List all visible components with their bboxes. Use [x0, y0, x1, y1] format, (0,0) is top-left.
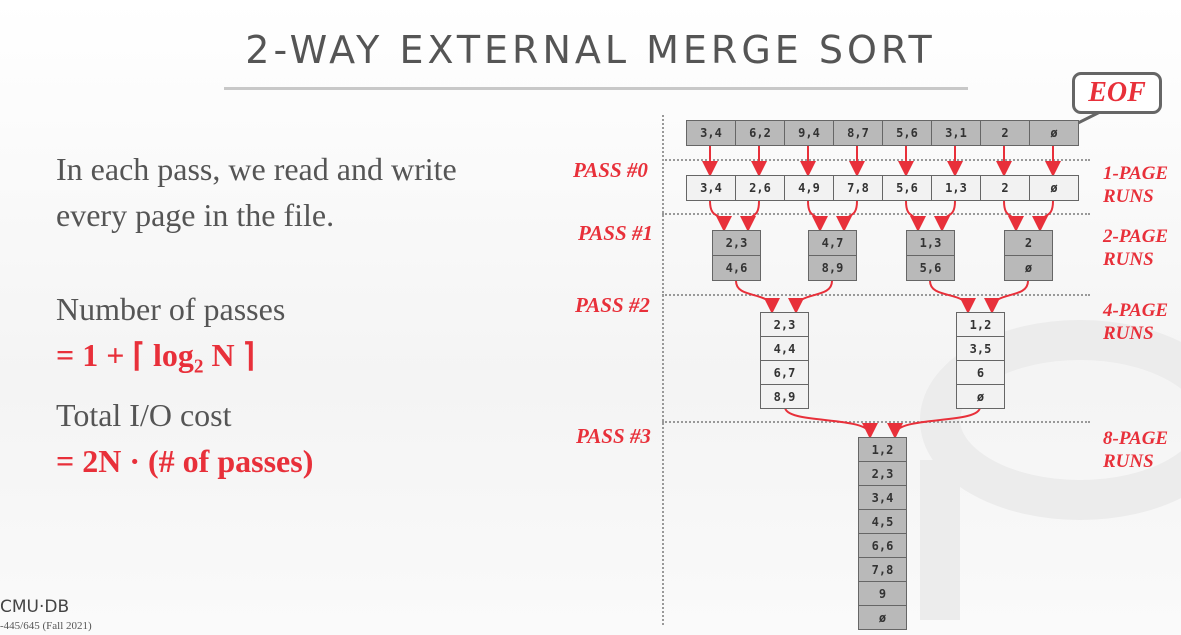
pass0-page: ø — [1029, 175, 1079, 201]
input-page: 6,2 — [735, 120, 785, 146]
title-underline — [224, 87, 968, 90]
pass2-page: 3,5 — [956, 336, 1005, 361]
input-page: 3,1 — [931, 120, 981, 146]
pass-divider — [662, 294, 1090, 296]
input-page: ø — [1029, 120, 1079, 146]
eof-callout: EOF — [1072, 72, 1162, 114]
input-page: 8,7 — [833, 120, 883, 146]
pass2-page: 8,9 — [760, 384, 809, 409]
pass2-page: 1,2 — [956, 312, 1005, 337]
input-page: 2 — [980, 120, 1030, 146]
passes-label: Number of passes — [56, 291, 286, 327]
pass-label-2: PASS #2 — [575, 293, 650, 317]
pass0-page: 5,6 — [882, 175, 932, 201]
arrow — [709, 200, 732, 232]
pass-label-3: PASS #3 — [576, 424, 651, 448]
cost-label: Total I/O cost — [56, 397, 232, 433]
pass0-page: 2,6 — [735, 175, 785, 201]
passes-block: Number of passes = 1 + ⌈ log₂ N ⌉ — [56, 286, 285, 378]
pass-divider — [662, 213, 1090, 215]
arrow — [788, 280, 833, 314]
intro-text: In each pass, we read and write every pa… — [56, 146, 457, 238]
pass1-page: 4,6 — [712, 255, 761, 281]
pass3-page: 4,5 — [858, 509, 907, 534]
pass1-page: 1,3 — [906, 230, 955, 256]
pass-divider — [662, 421, 1090, 423]
pass0-page: 4,9 — [784, 175, 834, 201]
pass3-page: 1,2 — [858, 437, 907, 462]
pass3-page: 6,6 — [858, 533, 907, 558]
arrow — [1003, 200, 1024, 232]
pass1-page: 2,3 — [712, 230, 761, 256]
arrow — [735, 280, 780, 314]
pass2-page: ø — [956, 384, 1005, 409]
arrow — [984, 280, 1029, 314]
pass-divider — [662, 159, 1090, 161]
input-page: 5,6 — [882, 120, 932, 146]
arrow — [905, 200, 926, 232]
pass0-page: 2 — [980, 175, 1030, 201]
pass2-page: 4,4 — [760, 336, 809, 361]
pass3-page: 3,4 — [858, 485, 907, 510]
pass3-page: 2,3 — [858, 461, 907, 486]
pass1-page: 8,9 — [808, 255, 857, 281]
pass0-page: 7,8 — [833, 175, 883, 201]
arrow — [740, 200, 760, 232]
arrow — [887, 406, 981, 439]
pass1-page: 5,6 — [906, 255, 955, 281]
pass2-page: 6,7 — [760, 360, 809, 385]
pass1-page: ø — [1004, 255, 1053, 281]
arrow — [784, 406, 878, 439]
pass-label-0: PASS #0 — [573, 158, 648, 182]
course-label: -445/645 (Fall 2021) — [0, 620, 92, 632]
intro-line-1: In each pass, we read and write — [56, 151, 457, 187]
cmu-db-logo: CMU·DB — [0, 597, 70, 617]
intro-line-2: every page in the file. — [56, 197, 335, 233]
pass0-page: 3,4 — [686, 175, 736, 201]
cost-block: Total I/O cost = 2N · (# of passes) — [56, 392, 313, 484]
cost-formula: = 2N · (# of passes) — [56, 443, 314, 479]
pass1-page: 4,7 — [808, 230, 857, 256]
arrow — [807, 200, 828, 232]
pass-label-1: PASS #1 — [578, 221, 653, 245]
vertical-divider — [662, 115, 664, 625]
pass2-page: 2,3 — [760, 312, 809, 337]
input-page: 9,4 — [784, 120, 834, 146]
arrow — [934, 200, 956, 232]
arrow — [836, 200, 858, 232]
pass3-page: ø — [858, 605, 907, 630]
pass3-page: 7,8 — [858, 557, 907, 582]
pass1-page: 2 — [1004, 230, 1053, 256]
pass0-page: 1,3 — [931, 175, 981, 201]
pass3-page: 9 — [858, 581, 907, 606]
arrow — [929, 280, 976, 314]
pass2-page: 6 — [956, 360, 1005, 385]
input-page: 3,4 — [686, 120, 736, 146]
arrow — [1032, 200, 1054, 232]
passes-formula: = 1 + ⌈ log₂ N ⌉ — [56, 337, 256, 373]
slide-title: 2-WAY EXTERNAL MERGE SORT — [245, 28, 936, 72]
